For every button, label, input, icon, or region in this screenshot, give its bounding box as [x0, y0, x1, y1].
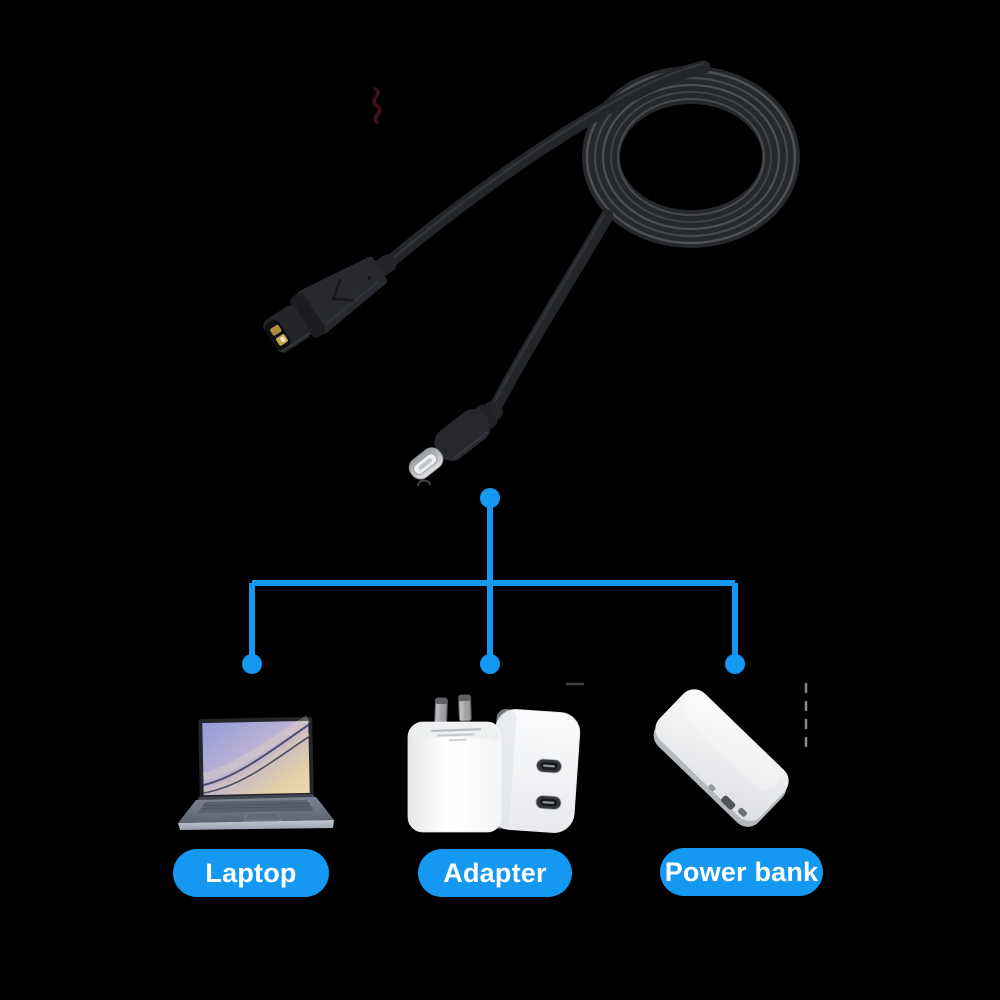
laptop-base [178, 794, 334, 830]
power-bank-label-pill: Power bank [660, 848, 823, 896]
cable-strand-upper [383, 60, 711, 269]
laptop-photo-icon [178, 715, 334, 830]
adapter-regulatory-text [431, 728, 481, 742]
gray-smudge-artifact [417, 479, 431, 487]
power-bank-ports [708, 784, 747, 817]
connector-tree [242, 488, 745, 674]
usb-c-port-bottom [535, 795, 562, 810]
maroon-squiggle-artifact [372, 87, 382, 124]
adapter-prong-right [458, 694, 472, 722]
tree-right-dot [725, 654, 745, 674]
cable-strand-lower [489, 209, 614, 413]
tree-left-dot [242, 654, 262, 674]
charging-cable [263, 60, 800, 480]
usb-c-port-top [536, 758, 562, 774]
power-bank-photo-icon [653, 689, 789, 827]
watch-charging-connector-icon [263, 254, 397, 353]
usb-c-plug-icon [408, 401, 503, 480]
adapter-label-pill: Adapter [418, 849, 572, 897]
wall-adapter-photo-icon [407, 694, 581, 833]
adapter-front-charger [407, 721, 503, 833]
adapter-prong-left [434, 697, 448, 725]
tree-top-dot [480, 488, 500, 508]
laptop-screen [198, 715, 314, 800]
image-artifacts [372, 87, 808, 750]
adapter-rear-charger [489, 708, 581, 833]
tree-middle-dot [480, 654, 500, 674]
laptop-label-pill: Laptop [173, 849, 329, 897]
